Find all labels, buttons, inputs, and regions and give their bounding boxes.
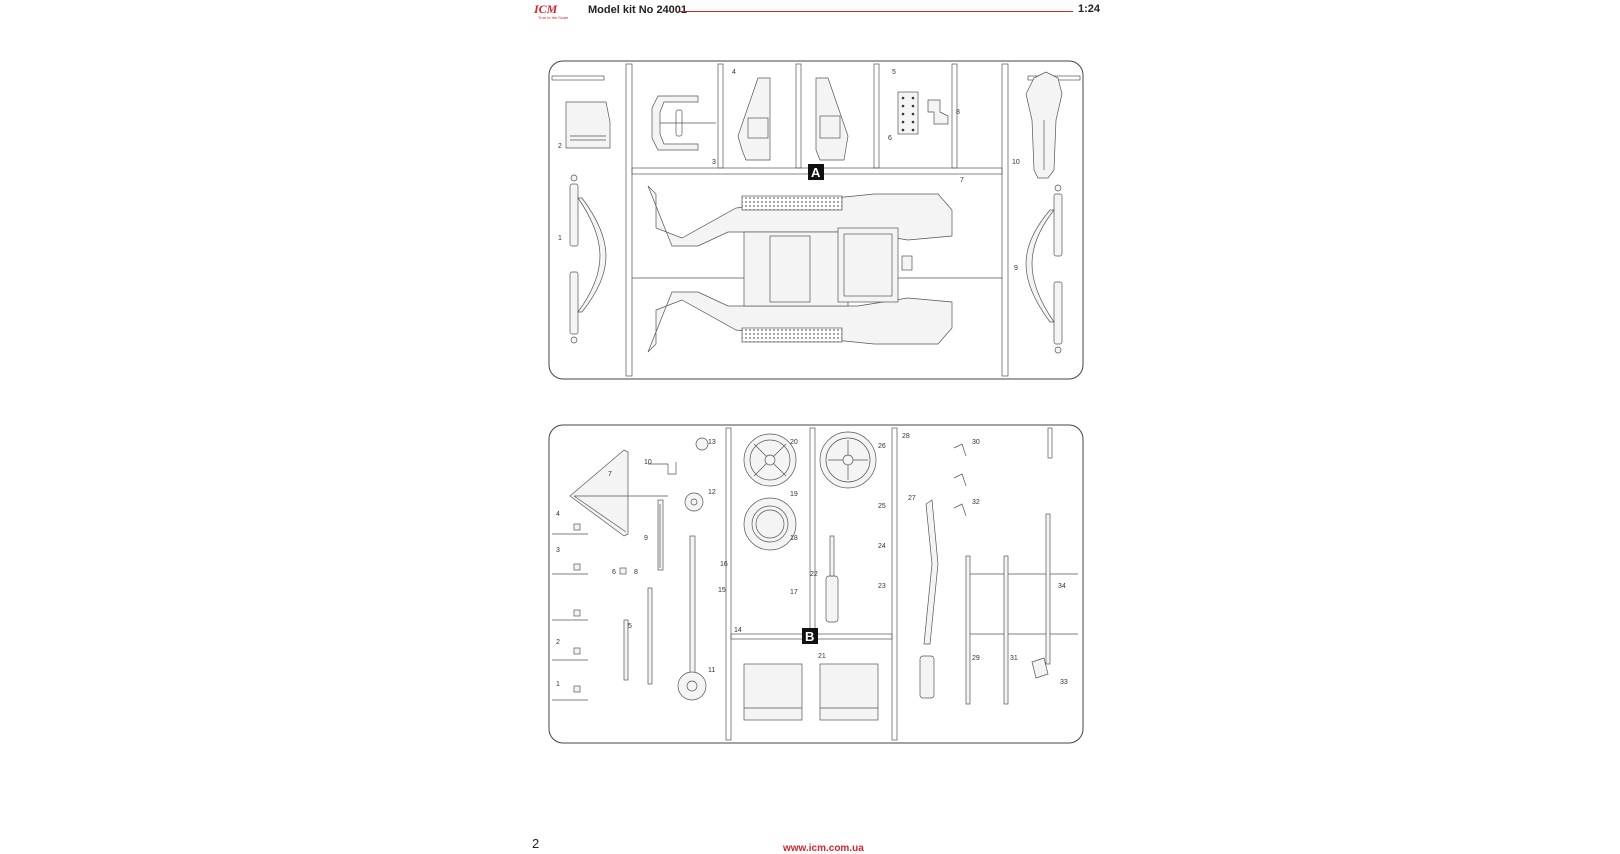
part-b7-tow-frame [569, 449, 629, 537]
part-number: 26 [878, 443, 886, 450]
part-b22-cylinder [825, 575, 839, 623]
part-number: 20 [790, 439, 798, 446]
part-number: 9 [644, 535, 648, 542]
part-b19-ring [743, 497, 797, 551]
part-number: 11 [708, 667, 715, 674]
part-number: 10 [644, 459, 652, 466]
part-number: 13 [708, 439, 716, 446]
part-number: 1 [556, 681, 560, 688]
part-number: 2 [558, 143, 562, 150]
part-number: 19 [790, 491, 798, 498]
part-b11-lever [689, 535, 696, 687]
part-number: 14 [734, 627, 742, 634]
part-number: 24 [878, 543, 886, 550]
part-number: 33 [1060, 679, 1068, 686]
part-number: 15 [718, 587, 726, 594]
sprue-a-diagram: A 1 2 3 4 5 6 7 8 9 10 [548, 60, 1084, 380]
part-number: 2 [556, 639, 560, 646]
kit-scale: 1:24 [1078, 3, 1101, 15]
part-number: 9 [1014, 265, 1018, 272]
part-number: 30 [972, 439, 980, 446]
part-number: 18 [790, 535, 798, 542]
part-number: 7 [608, 471, 612, 478]
header-rule [680, 11, 1073, 12]
part-number: 1 [558, 235, 562, 242]
part-number: 34 [1058, 583, 1066, 590]
part-a2-box [565, 101, 611, 149]
part-number: 8 [634, 569, 638, 576]
icm-logo: ICM True to the Scale [530, 2, 578, 22]
part-a8-bracket [927, 99, 949, 125]
logo-text: ICM [534, 2, 558, 16]
part-b29-rod [965, 555, 971, 705]
part-number: 3 [556, 547, 560, 554]
sprue-b-part-numbers: 1 2 3 4 5 6 7 8 9 10 11 12 13 14 15 16 1… [556, 433, 1068, 688]
part-number: 8 [956, 109, 960, 116]
part-b26-steering-wheel [819, 431, 877, 489]
sprue-b-label: B [805, 629, 814, 644]
page-header: ICM True to the Scale Model kit No 24001… [0, 0, 1620, 22]
part-number: 27 [908, 495, 916, 502]
part-number: 12 [708, 489, 716, 496]
part-a6-rivets [901, 96, 915, 132]
part-number: 28 [902, 433, 910, 440]
part-number: 6 [612, 569, 616, 576]
part-number: 3 [712, 159, 716, 166]
part-number: 16 [720, 561, 728, 568]
part-number: 4 [556, 511, 560, 518]
part-number: 31 [1010, 655, 1018, 662]
sprue-a-label-box [808, 164, 824, 180]
part-b10-crank [648, 462, 677, 475]
part-b21-panel [819, 663, 879, 721]
part-number: 5 [892, 69, 896, 76]
part-number: 32 [972, 499, 980, 506]
part-a7-running-boards [647, 185, 953, 353]
part-number: 29 [972, 655, 980, 662]
sprue-a-part-numbers: 1 2 3 4 5 6 7 8 9 10 [558, 69, 1020, 272]
part-b33-bracket [1031, 657, 1049, 679]
part-number: 6 [888, 135, 892, 142]
part-number: 7 [960, 177, 964, 184]
part-number: 5 [628, 623, 632, 630]
part-a3-yoke [651, 95, 699, 151]
part-b34-rod [1045, 513, 1051, 665]
part-b31-rod [1003, 555, 1009, 705]
logo-tagline: True to the Scale [538, 15, 569, 20]
kit-title: Model kit No 24001 [588, 4, 688, 16]
part-b27-exhaust [923, 499, 939, 645]
sprue-a-label: A [811, 165, 821, 180]
part-number: 21 [818, 653, 826, 660]
website-link[interactable]: www.icm.com.ua [783, 843, 864, 854]
sprue-b-frame [548, 424, 1084, 744]
part-a1-leaf-springs [569, 174, 607, 344]
part-b9-ratchet [657, 499, 664, 571]
sprue-a-frame [548, 60, 1084, 380]
part-a6-plate [897, 91, 919, 135]
part-number: 4 [732, 69, 736, 76]
sprue-a-runners [551, 63, 1081, 377]
sprue-b-diagram: B 1 2 3 4 5 6 7 8 9 10 11 12 13 14 15 16… [548, 424, 1084, 744]
part-number: 23 [878, 583, 886, 590]
part-number: 17 [790, 589, 798, 596]
sprue-b-runners [552, 427, 1078, 741]
part-b30-hooks [953, 443, 967, 517]
part-b13-disc [695, 437, 709, 451]
part-b14-panel [743, 663, 803, 721]
part-number: 10 [1012, 159, 1020, 166]
sprue-b-small-parts [573, 523, 653, 693]
part-number: 25 [878, 503, 886, 510]
part-b20-steering-wheel [743, 433, 797, 487]
page-number: 2 [532, 836, 540, 851]
part-number: 22 [810, 571, 818, 578]
sprue-b-label-box [802, 628, 818, 644]
part-a9-leaf-springs [1025, 184, 1063, 354]
